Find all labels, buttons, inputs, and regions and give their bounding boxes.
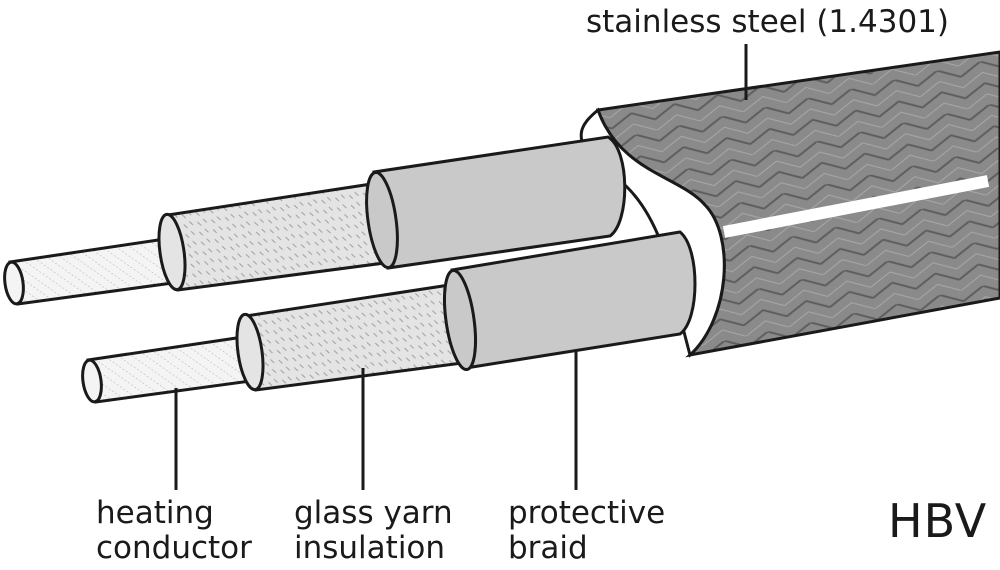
model-code: HBV bbox=[888, 494, 988, 548]
label-glass-yarn-1: glass yarn bbox=[294, 495, 453, 531]
label-stainless-steel: stainless steel (1.4301) bbox=[586, 4, 949, 40]
upper-braid bbox=[372, 135, 627, 270]
upper-conductor-assembly bbox=[3, 135, 627, 306]
lower-wire bbox=[86, 334, 260, 404]
label-braid-1: protective bbox=[508, 495, 666, 531]
sheath-highlight bbox=[722, 175, 990, 238]
label-heating-1: heating bbox=[96, 495, 214, 531]
label-braid-2: braid bbox=[508, 530, 588, 566]
label-heating-2: conductor bbox=[96, 530, 252, 566]
lower-braid bbox=[450, 230, 697, 370]
upper-wire bbox=[8, 236, 182, 306]
lower-yarn bbox=[244, 282, 472, 392]
lower-conductor-assembly bbox=[81, 230, 697, 404]
upper-yarn bbox=[166, 181, 394, 292]
label-glass-yarn-2: insulation bbox=[294, 530, 446, 566]
